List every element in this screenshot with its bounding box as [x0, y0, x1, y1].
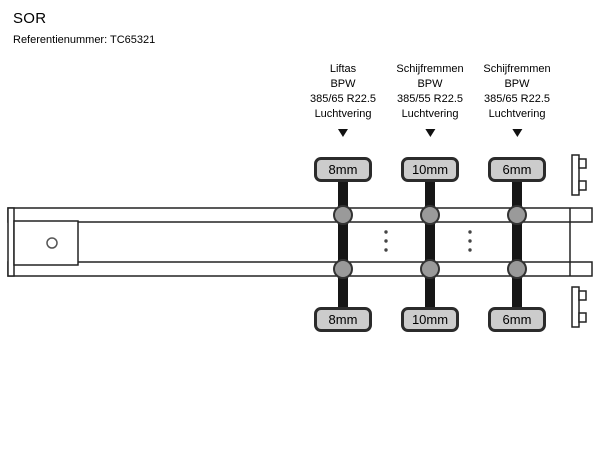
axle-3-spec: Schijfremmen BPW 385/65 R22.5 Luchtverin…	[483, 62, 551, 137]
axle-3-brand: BPW	[504, 78, 530, 90]
wheel	[333, 205, 353, 225]
down-arrow-icon	[512, 129, 522, 137]
wheel-hubs	[333, 205, 527, 279]
axle-2-spec: Schijfremmen BPW 385/55 R22.5 Luchtverin…	[396, 62, 464, 137]
axle-3-tyre-size: 385/65 R22.5	[483, 93, 551, 105]
axle-2-suspension: Luchtvering	[401, 108, 459, 120]
axle-3-top-thickness-label: 6mm	[488, 157, 546, 182]
axle-3-bar	[512, 178, 522, 310]
wheel	[420, 205, 440, 225]
down-arrow-icon	[338, 129, 348, 137]
rivet-dots	[384, 230, 472, 252]
axle-3-bottom-thickness-label: 6mm	[488, 307, 546, 332]
axle-2-brake-type: Schijfremmen	[396, 63, 464, 75]
kingpin-plate	[13, 220, 79, 266]
wheel	[507, 205, 527, 225]
axle-1-brand: BPW	[330, 78, 356, 90]
chassis-beam-top	[7, 207, 593, 223]
down-arrow-icon	[425, 129, 435, 137]
axle-2-bar	[425, 178, 435, 310]
axle-2-top-thickness-label: 10mm	[401, 157, 459, 182]
axle-1-top-thickness-label: 8mm	[314, 157, 372, 182]
page-title: SOR	[13, 10, 47, 27]
axle-1-spec: Liftas BPW 385/65 R22.5 Luchtvering	[310, 62, 376, 137]
wheel	[333, 259, 353, 279]
axle-1-brake-type: Liftas	[329, 63, 357, 75]
axle-2-brand: BPW	[417, 78, 443, 90]
axle-2-tyre-size: 385/55 R22.5	[396, 93, 464, 105]
wheel	[507, 259, 527, 279]
axle-1-bottom-thickness-label: 8mm	[314, 307, 372, 332]
wheel	[420, 259, 440, 279]
rear-bracket-bottom	[571, 286, 587, 328]
rear-bracket-top	[571, 154, 587, 196]
reference-number: Referentienummer: TC65321	[13, 34, 156, 46]
front-crossmember	[7, 207, 15, 277]
chassis-beam-bottom	[7, 261, 593, 277]
axle-1-tyre-size: 385/65 R22.5	[309, 93, 377, 105]
axle-3-brake-type: Schijfremmen	[483, 63, 551, 75]
kingpin	[46, 237, 58, 249]
axle-3-suspension: Luchtvering	[488, 108, 546, 120]
axle-2-bottom-thickness-label: 10mm	[401, 307, 459, 332]
axle-1-bar	[338, 178, 348, 310]
axle-1-suspension: Luchtvering	[314, 108, 372, 120]
